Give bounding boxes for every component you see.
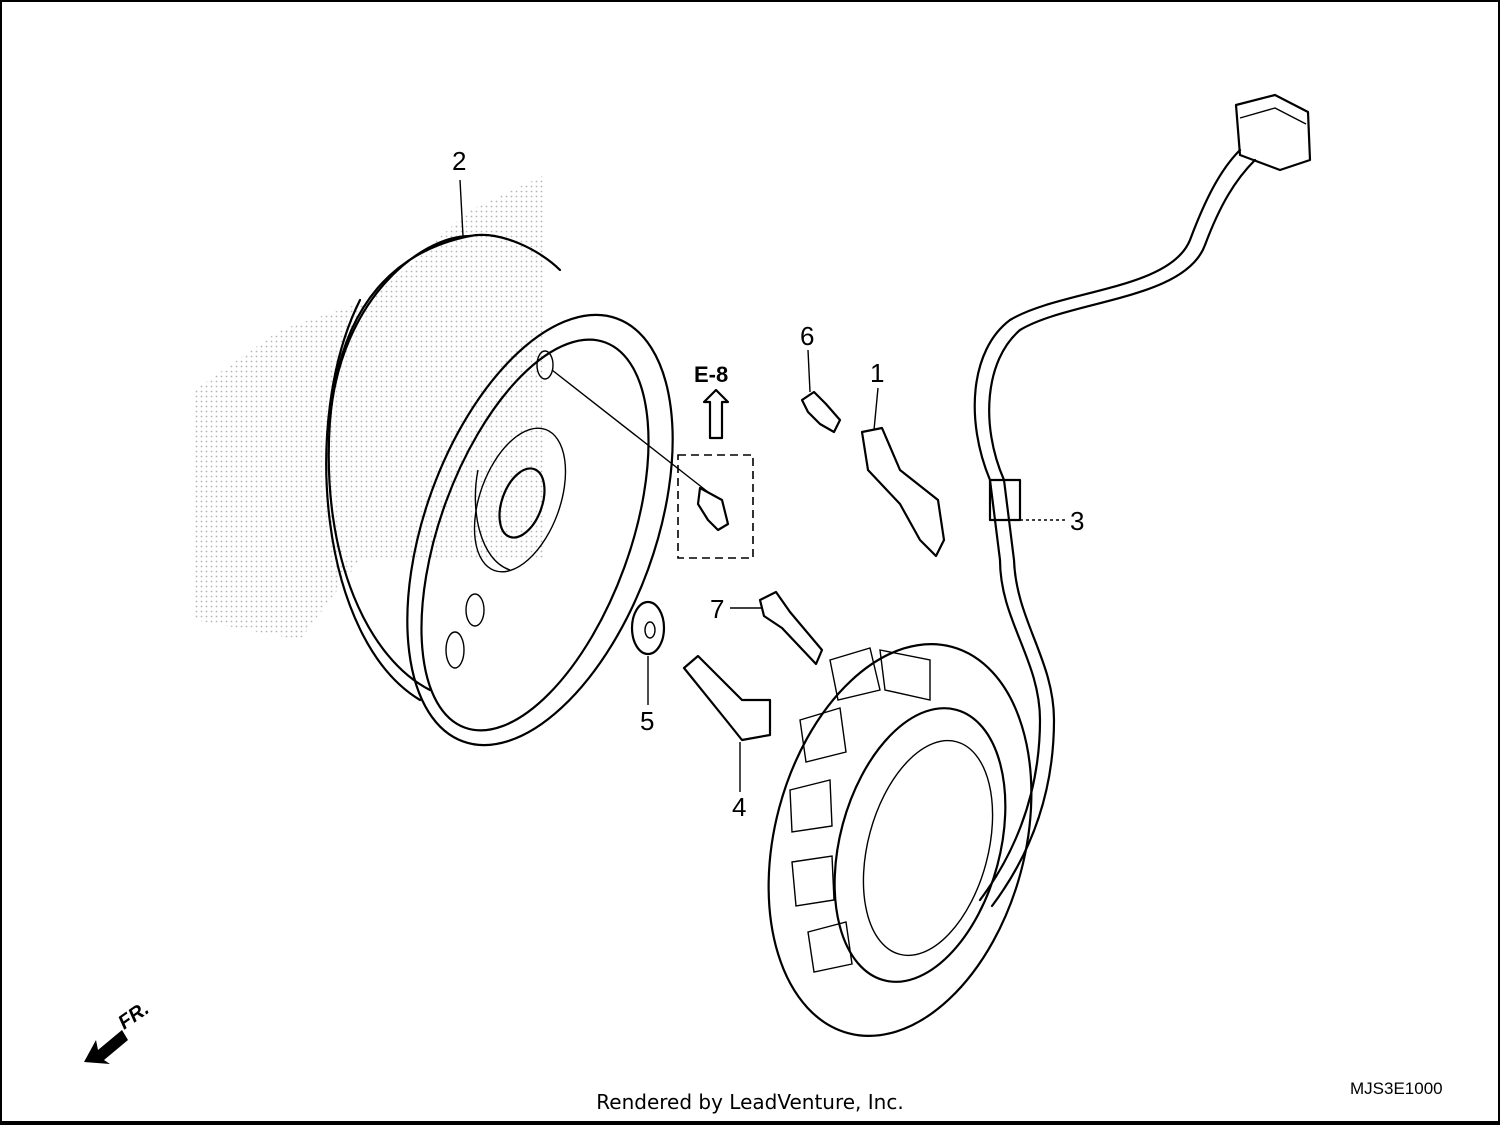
- callout-2: 2: [452, 146, 466, 176]
- callout-5: 5: [640, 706, 654, 736]
- leader-2: [459, 179, 464, 237]
- bolt-7: [758, 590, 824, 666]
- flywheel: [325, 233, 674, 747]
- cable-clamp: [860, 426, 946, 558]
- callout-1: 1: [870, 358, 884, 388]
- front-arrow-icon: FR.: [84, 998, 153, 1064]
- callout-3: 3: [1070, 506, 1084, 536]
- callout-6: 6: [800, 321, 814, 351]
- stator: [767, 643, 1033, 1037]
- washer: [630, 600, 666, 656]
- bolt-6: [800, 390, 842, 434]
- front-marker: FR.: [114, 998, 153, 1035]
- footer-credit: Rendered by LeadVenture, Inc.: [596, 1090, 904, 1114]
- wire-harness: [973, 93, 1312, 908]
- callout-4: 4: [732, 792, 746, 822]
- leader-6: [807, 349, 811, 393]
- leader-1: [873, 387, 879, 431]
- callout-7: 7: [710, 594, 724, 624]
- reference-box: [551, 369, 754, 559]
- drawing-code: MJS3E1000: [1350, 1079, 1443, 1098]
- bolt-4: [682, 654, 772, 742]
- watermark-shading: [195, 175, 545, 640]
- reference-label: E-8: [694, 362, 728, 387]
